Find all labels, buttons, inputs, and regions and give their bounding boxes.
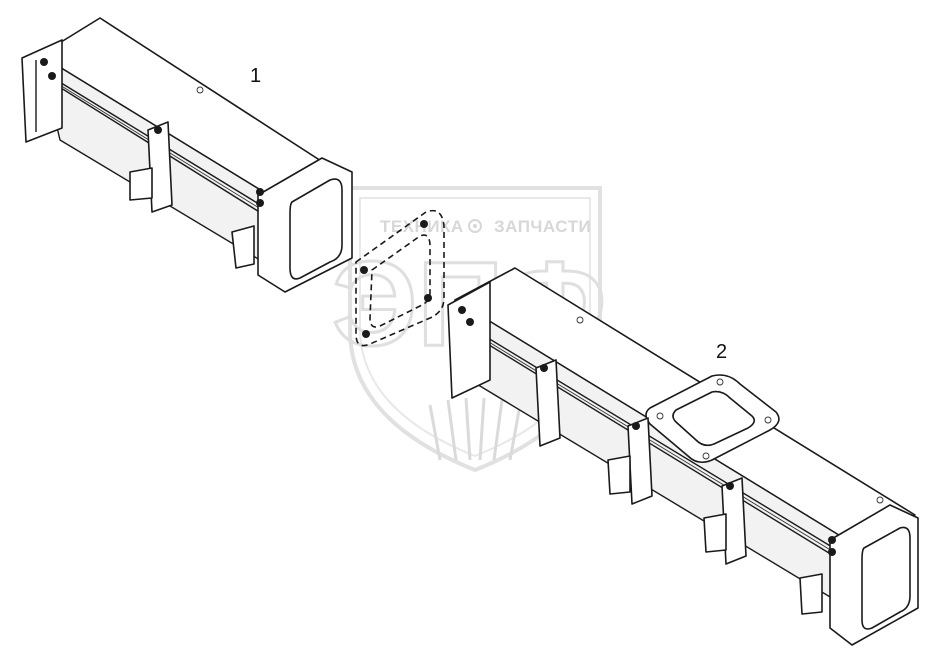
- gear-icon: [468, 219, 482, 233]
- callout-2: 2: [716, 341, 727, 363]
- gasket-dashed: [355, 209, 445, 347]
- watermark-right-word: ЗАПЧАСТИ: [494, 217, 591, 236]
- part-2-exhaust-manifold: [447, 267, 919, 646]
- callout-1: 1: [250, 65, 261, 87]
- wheat-icon: [428, 397, 522, 461]
- part-1-exhaust-manifold: [21, 17, 353, 293]
